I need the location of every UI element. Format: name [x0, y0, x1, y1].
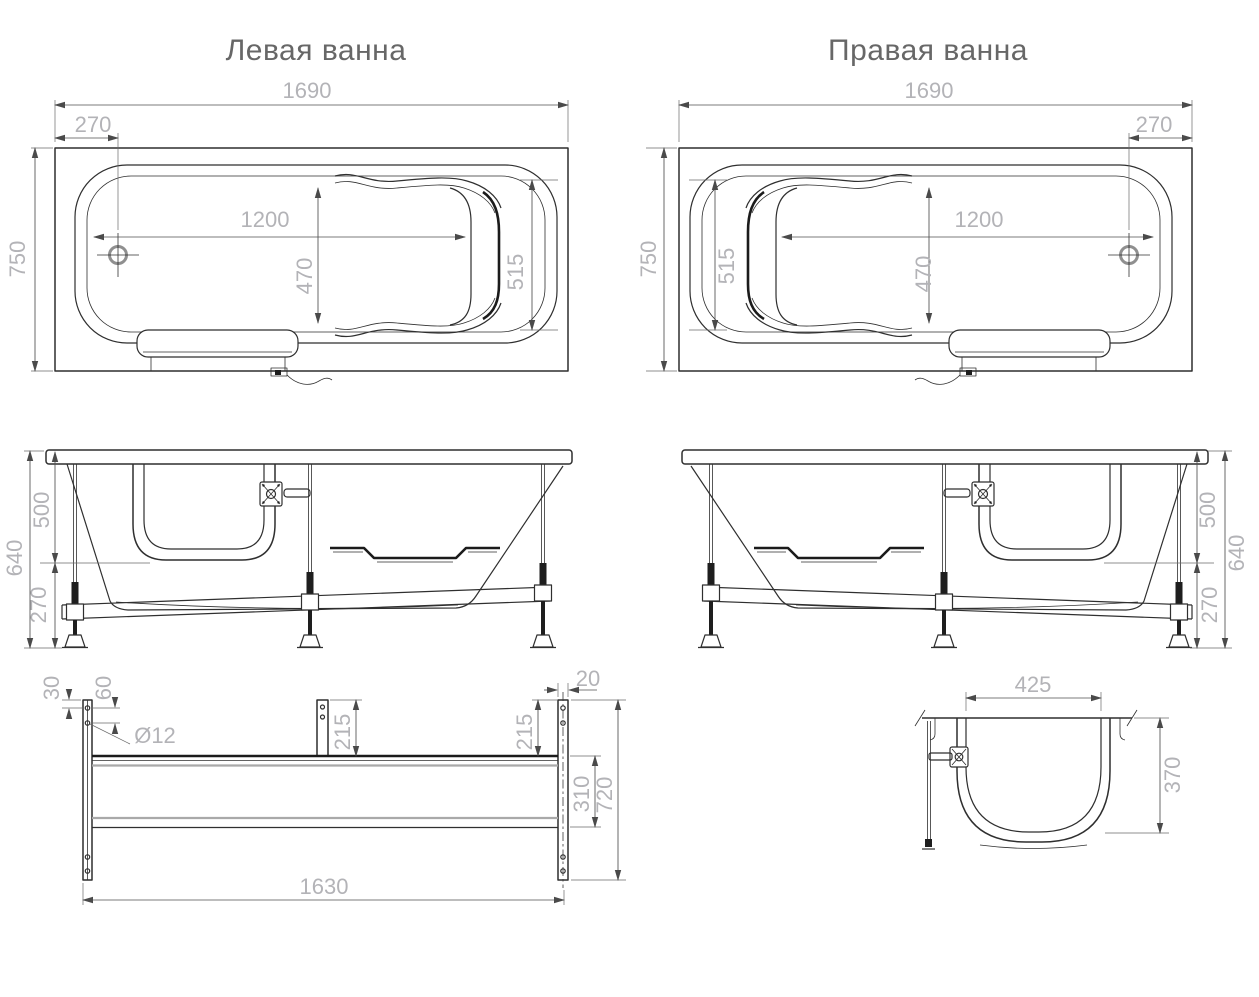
right-side-labels: 640 500 270 [1195, 492, 1249, 624]
dim-label-inner-length: 1200 [241, 207, 290, 232]
dim-label-seat-width: 515 [714, 248, 739, 285]
right-top-labels: 1690 270 750 1200 470 515 [636, 78, 1173, 293]
side-dimensions [1190, 450, 1232, 649]
dim-label-inner-width: 470 [292, 258, 317, 295]
dim-label-inner-length: 1200 [955, 207, 1004, 232]
dim-label-frame-height: 270 [26, 587, 51, 624]
right-bath-side-view: 640 500 270 [680, 448, 1249, 649]
rim-slab [45, 449, 573, 465]
frame-labels: 30 60 Ø12 215 215 20 310 720 1630 [39, 666, 617, 899]
support-leg [922, 721, 935, 850]
left-side-labels: 640 500 270 [2, 492, 54, 624]
dim-label-height: 640 [2, 540, 27, 577]
bath-rim-inner [86, 175, 546, 333]
tub-bowl [956, 718, 1111, 849]
frame-legs [62, 464, 556, 649]
seat-contour [334, 173, 502, 338]
dim-label-top-width: 425 [1015, 672, 1052, 697]
dim-label-center-post: 215 [330, 714, 355, 751]
frame-rails [92, 754, 558, 829]
dim-label-hole-diameter: Ø12 [134, 723, 176, 748]
break-mark-right [1126, 709, 1138, 727]
apron-step [136, 329, 333, 385]
frame-front-view: 30 60 Ø12 215 215 20 310 720 1630 [39, 666, 626, 905]
frame-dimensions [62, 683, 626, 905]
dim-label-height: 640 [1224, 535, 1249, 572]
tub-body [66, 463, 564, 611]
mirrored-bath-top-geometry [679, 100, 1192, 384]
valve-lever [928, 752, 953, 761]
valve-fixture [928, 746, 969, 768]
right-bath-title: Правая ванна [828, 34, 1028, 67]
break-mark-left [914, 709, 926, 727]
section-dimensions [965, 692, 1169, 834]
left-bath-top-view: 1690 270 750 1200 470 515 [5, 78, 569, 385]
dim-label-inner-width: 470 [911, 256, 936, 293]
valve-lever [283, 488, 311, 498]
right-bath-top-view: 1690 270 750 1200 470 515 [636, 78, 1242, 422]
section-geometry [914, 709, 1138, 850]
valve-fixture [259, 481, 311, 507]
overflow-hose [286, 374, 333, 385]
left-bath-side-view: 640 500 270 [2, 449, 573, 649]
drain-fitting [270, 367, 288, 377]
left-top-labels: 1690 270 750 1200 470 515 [5, 78, 528, 295]
hole-dia-leader [89, 723, 131, 745]
side-dimensions [24, 450, 62, 649]
dim-label-width: 750 [5, 241, 30, 278]
cross-section-view: 425 370 [914, 672, 1185, 850]
bath-side-geometry [40, 449, 573, 649]
bath-deck-outline [54, 147, 569, 372]
frame-structure [82, 692, 569, 888]
dim-label-frame-length: 1630 [300, 874, 349, 899]
seat-step [330, 546, 500, 563]
bath-rim-outer [74, 164, 558, 344]
dimension-lines [54, 100, 569, 331]
dim-label-bowl-depth: 500 [1195, 492, 1220, 529]
dim-label-drain-offset: 270 [1136, 112, 1173, 137]
dim-label-drain-offset: 270 [75, 112, 112, 137]
left-bath-title: Левая ванна [225, 34, 407, 67]
dim-label-rail-spacing: 310 [569, 776, 594, 813]
dim-label-length: 1690 [905, 78, 954, 103]
mounting-holes [84, 704, 566, 874]
dim-label-edge-offset: 30 [39, 676, 64, 700]
bath-top-geometry [54, 100, 569, 385]
dim-label-frame-height: 720 [592, 777, 617, 814]
door-opening [132, 464, 276, 561]
dim-label-frame-height: 270 [1197, 587, 1222, 624]
dim-label-length: 1690 [283, 78, 332, 103]
dim-label-side-post: 215 [512, 714, 537, 751]
dim-label-hole-spacing: 60 [91, 676, 116, 700]
dimension-750 [646, 147, 677, 372]
mirrored-bath-side-geometry [680, 448, 1216, 649]
dimension-750 [31, 147, 53, 372]
dim-label-flange: 20 [576, 666, 600, 691]
dim-label-width: 750 [636, 241, 661, 278]
dim-label-depth: 370 [1160, 757, 1185, 794]
section-labels: 425 370 [1015, 672, 1185, 794]
dim-label-seat-width: 515 [503, 254, 528, 291]
drain [97, 233, 139, 277]
dim-label-bowl-depth: 500 [29, 492, 54, 529]
